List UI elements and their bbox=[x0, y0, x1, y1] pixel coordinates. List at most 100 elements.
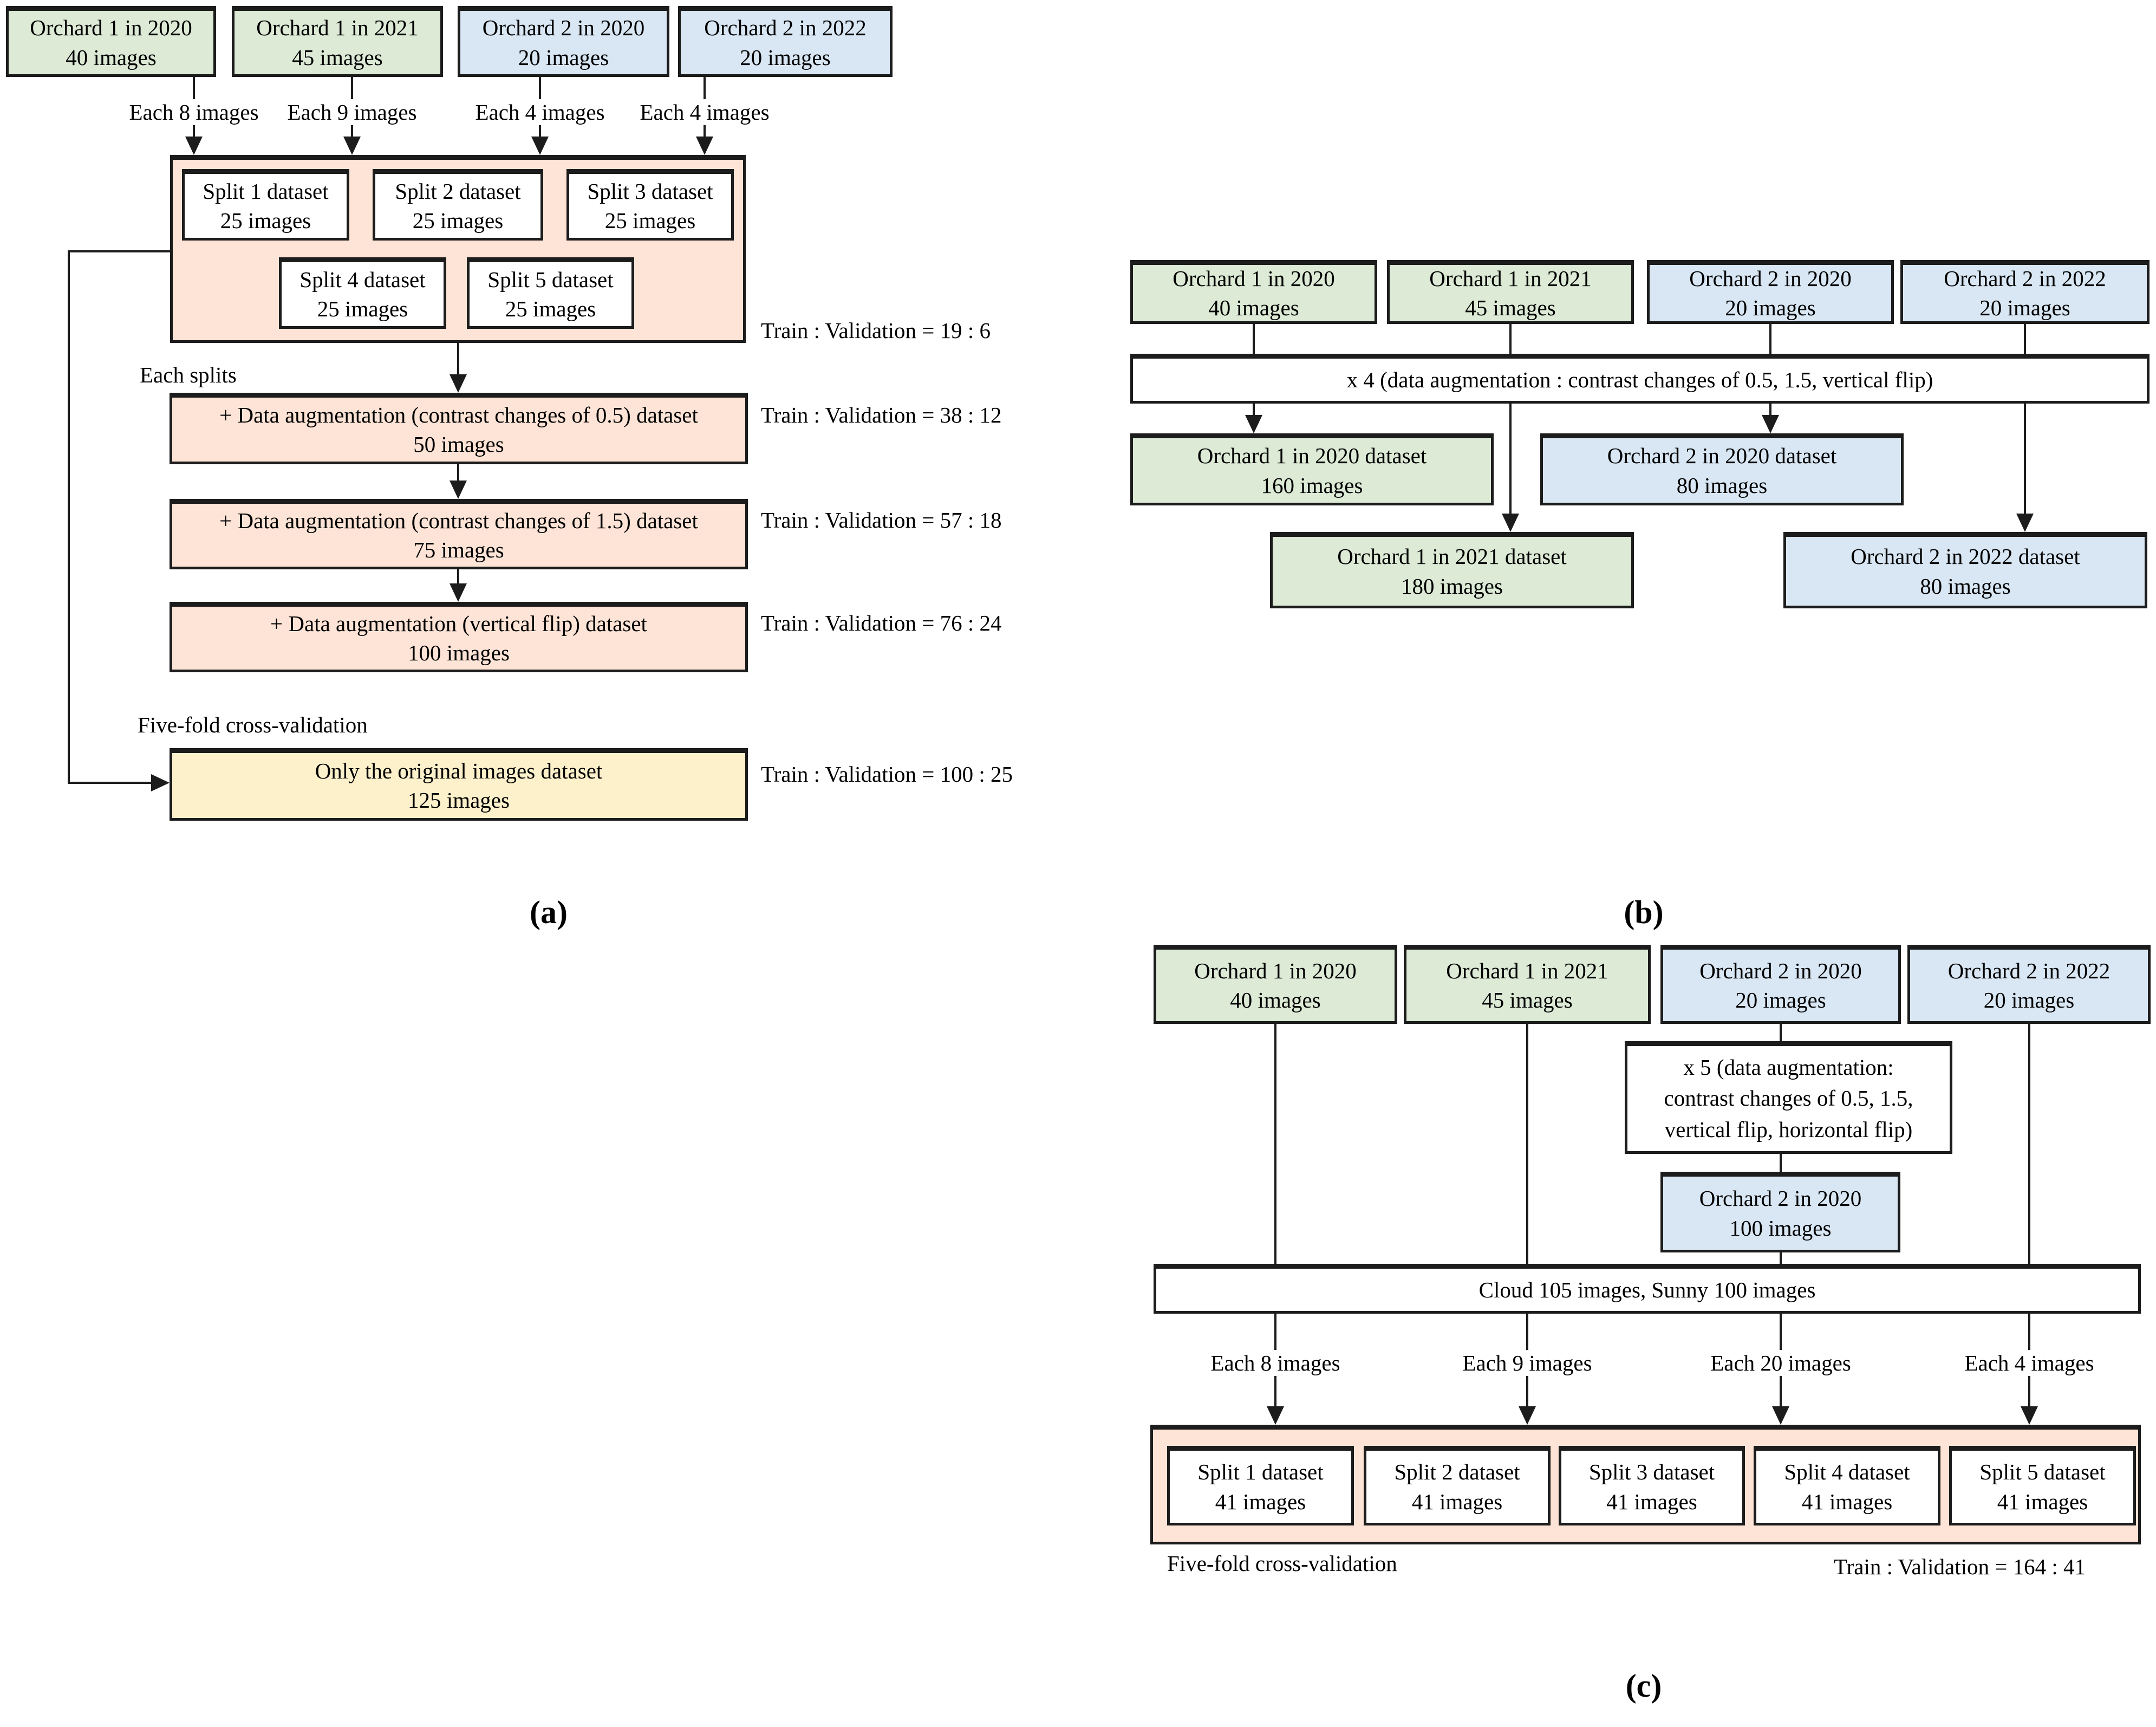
caption-a: (a) bbox=[530, 894, 568, 930]
source-box-orchard2-2020-c: Orchard 2 in 2020 20 images bbox=[1660, 945, 1901, 1024]
split-4-box-a: Split 4 dataset 25 images bbox=[279, 257, 446, 329]
source-box-orchard2-2022-c: Orchard 2 in 2022 20 images bbox=[1907, 945, 2151, 1024]
connector-line bbox=[2028, 1024, 2030, 1264]
connector-line bbox=[1253, 324, 1255, 354]
split-5-box-c: Split 5 dataset 41 images bbox=[1949, 1446, 2136, 1525]
split-2-box-c: Split 2 dataset 41 images bbox=[1364, 1446, 1551, 1525]
source-box-orchard2-2020-a: Orchard 2 in 2020 20 images bbox=[458, 6, 669, 77]
connector-line bbox=[1780, 1252, 1782, 1264]
connector-line bbox=[68, 250, 70, 784]
caption-c: (c) bbox=[1625, 1668, 1662, 1704]
connector-line bbox=[457, 343, 459, 374]
caption-b: (b) bbox=[1624, 894, 1664, 930]
arrow-down-icon bbox=[1502, 514, 1519, 532]
source-box-title: Orchard 1 in 2021 bbox=[1429, 265, 1592, 291]
split-box-count: 41 images bbox=[1997, 1489, 2088, 1514]
augmented-output-count: 100 images bbox=[1729, 1215, 1832, 1241]
output-box-title: Orchard 1 in 2021 dataset bbox=[1337, 544, 1567, 569]
connector-line bbox=[1780, 1024, 1782, 1041]
connector-line bbox=[1509, 404, 1512, 514]
split-box-title: Split 5 dataset bbox=[487, 267, 614, 292]
source-box-count: 20 images bbox=[518, 44, 609, 70]
arrow-right-icon bbox=[151, 774, 170, 791]
each-images-label-c3: Each 20 images bbox=[1705, 1350, 1857, 1376]
output-box-orchard2-2022-b: Orchard 2 in 2022 dataset 80 images bbox=[1783, 532, 2147, 608]
source-box-count: 20 images bbox=[1725, 295, 1816, 320]
augmentation-note-line: vertical flip, horizontal flip) bbox=[1664, 1116, 1913, 1142]
pool-label: Cloud 105 images, Sunny 100 images bbox=[1478, 1277, 1816, 1302]
arrow-down-icon bbox=[531, 137, 549, 155]
output-box-title: Orchard 1 in 2020 dataset bbox=[1197, 443, 1427, 469]
split-box-count: 25 images bbox=[317, 296, 408, 321]
connector-line bbox=[1509, 324, 1512, 354]
source-box-title: Orchard 1 in 2020 bbox=[30, 15, 192, 41]
source-box-orchard1-2021-a: Orchard 1 in 2021 45 images bbox=[232, 6, 443, 77]
connector-line bbox=[1274, 1024, 1276, 1264]
output-box-count: 180 images bbox=[1401, 573, 1503, 599]
augmentation-note-line: x 5 (data augmentation: bbox=[1683, 1054, 1894, 1080]
output-box-title: Orchard 2 in 2020 dataset bbox=[1607, 443, 1837, 469]
source-box-title: Orchard 1 in 2020 bbox=[1173, 265, 1335, 291]
source-box-orchard1-2020-c: Orchard 1 in 2020 40 images bbox=[1154, 945, 1397, 1024]
split-2-box-a: Split 2 dataset 25 images bbox=[373, 169, 543, 241]
split-box-title: Split 5 dataset bbox=[1979, 1459, 2106, 1485]
arrow-down-icon bbox=[450, 481, 467, 499]
augmentation-note-text: x 4 (data augmentation : contrast change… bbox=[1346, 367, 1933, 392]
arrow-down-icon bbox=[1267, 1406, 1284, 1425]
ratio-label-original-a: Train : Validation = 100 : 25 bbox=[761, 762, 1013, 787]
aug-step-title: + Data augmentation (vertical flip) data… bbox=[270, 611, 647, 636]
source-box-title: Orchard 2 in 2020 bbox=[1689, 265, 1852, 291]
connector-line bbox=[1526, 1024, 1528, 1264]
aug-step-1-box-a: + Data augmentation (contrast changes of… bbox=[170, 393, 748, 464]
ratio-label-aug3-a: Train : Validation = 76 : 24 bbox=[761, 611, 1002, 635]
source-box-title: Orchard 1 in 2021 bbox=[1446, 958, 1608, 983]
original-dataset-title: Only the original images dataset bbox=[315, 758, 603, 783]
split-box-title: Split 3 dataset bbox=[587, 178, 713, 204]
split-box-count: 41 images bbox=[1411, 1489, 1503, 1514]
arrow-down-icon bbox=[2021, 1406, 2038, 1425]
each-images-label-a4: Each 4 images bbox=[634, 99, 775, 125]
source-box-orchard2-2022-b: Orchard 2 in 2022 20 images bbox=[1900, 260, 2150, 324]
each-images-label-c1: Each 8 images bbox=[1205, 1350, 1346, 1376]
split-box-title: Split 4 dataset bbox=[1784, 1459, 1910, 1485]
split-box-title: Split 2 dataset bbox=[395, 178, 521, 204]
connector-line bbox=[2024, 324, 2026, 354]
connector-line bbox=[68, 782, 152, 784]
arrow-down-icon bbox=[696, 137, 713, 155]
each-images-label-a2: Each 9 images bbox=[282, 99, 422, 125]
source-box-count: 45 images bbox=[1482, 988, 1573, 1012]
output-box-orchard1-2020-b: Orchard 1 in 2020 dataset 160 images bbox=[1130, 433, 1494, 505]
arrow-down-icon bbox=[450, 374, 467, 393]
augmentation-note-box-c: x 5 (data augmentation: contrast changes… bbox=[1625, 1041, 1952, 1154]
original-dataset-count: 125 images bbox=[408, 788, 510, 813]
connector-line bbox=[1780, 1154, 1782, 1172]
output-box-count: 80 images bbox=[1920, 573, 2011, 599]
source-box-orchard1-2021-c: Orchard 1 in 2021 45 images bbox=[1404, 945, 1651, 1024]
each-images-label-a1: Each 8 images bbox=[123, 99, 264, 125]
connector-line bbox=[2024, 404, 2026, 514]
connector-line bbox=[1769, 324, 1771, 354]
split-box-count: 25 images bbox=[505, 296, 596, 321]
ratio-label-aug1-a: Train : Validation = 38 : 12 bbox=[761, 402, 1002, 427]
source-box-orchard1-2020-b: Orchard 1 in 2020 40 images bbox=[1130, 260, 1377, 324]
arrow-down-icon bbox=[1519, 1406, 1536, 1425]
source-box-title: Orchard 2 in 2020 bbox=[482, 15, 645, 41]
connector-line bbox=[1253, 404, 1255, 415]
split-box-count: 25 images bbox=[220, 208, 311, 233]
aug-step-2-box-a: + Data augmentation (contrast changes of… bbox=[170, 499, 748, 569]
split-box-count: 41 images bbox=[1801, 1489, 1893, 1514]
aug-step-count: 50 images bbox=[413, 432, 504, 457]
original-dataset-box-a: Only the original images dataset 125 ima… bbox=[170, 748, 748, 821]
source-box-orchard1-2021-b: Orchard 1 in 2021 45 images bbox=[1387, 260, 1634, 324]
connector-line bbox=[68, 250, 170, 252]
output-box-orchard1-2021-b: Orchard 1 in 2021 dataset 180 images bbox=[1270, 532, 1634, 608]
five-fold-label-c: Five-fold cross-validation bbox=[1167, 1551, 1397, 1576]
output-box-count: 160 images bbox=[1261, 472, 1363, 498]
connector-line bbox=[457, 464, 459, 481]
arrow-down-icon bbox=[1762, 415, 1779, 433]
output-box-orchard2-2020-b: Orchard 2 in 2020 dataset 80 images bbox=[1540, 433, 1904, 505]
split-box-title: Split 3 dataset bbox=[1588, 1459, 1715, 1485]
split-1-box-a: Split 1 dataset 25 images bbox=[182, 169, 349, 241]
connector-line bbox=[457, 569, 459, 583]
